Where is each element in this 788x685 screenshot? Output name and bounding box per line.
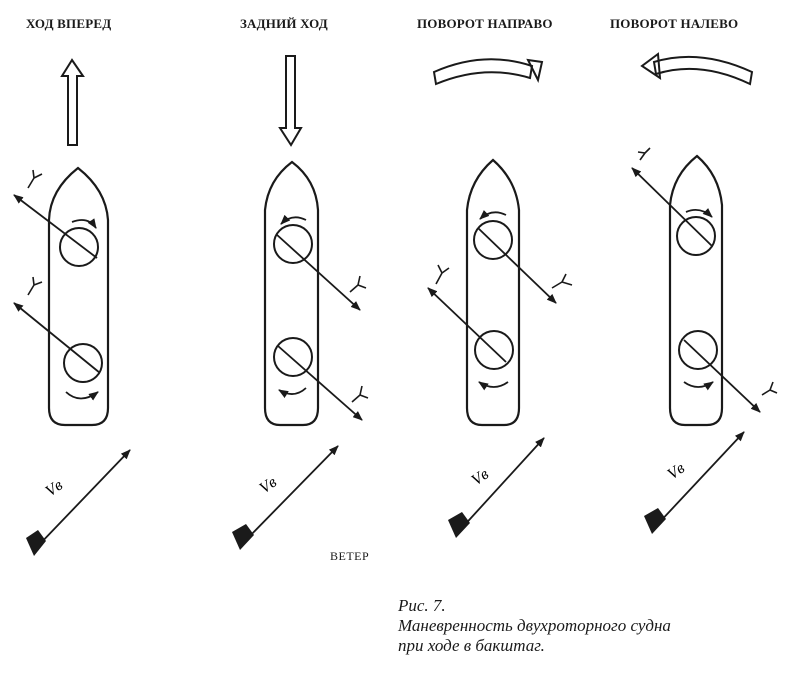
- panel-turn-left: [631, 52, 778, 534]
- ship-hull: [47, 166, 110, 427]
- wind-vector-label: Vв: [257, 474, 280, 498]
- wind-vector-label: Vв: [43, 477, 66, 501]
- force-vector-rear: [13, 276, 101, 374]
- force-vector-rear: [427, 264, 507, 363]
- wind-arrow: [448, 437, 545, 538]
- force-vector-rear: [683, 339, 778, 413]
- panel-title-turn-right: ПОВОРОТ НАПРАВО: [417, 16, 553, 31]
- wind-arrow: [232, 445, 339, 550]
- curved-arrow-left-icon: [640, 52, 754, 86]
- figure-caption: Рис. 7. Маневренность двухроторного судн…: [398, 596, 671, 656]
- caption-text: Маневренность двухроторного судна при хо…: [398, 616, 671, 655]
- up-arrow-icon: [60, 58, 85, 146]
- force-vector-front: [13, 169, 98, 259]
- panel-reverse: [232, 55, 369, 550]
- wind-vector-label: Vв: [469, 466, 492, 490]
- force-vector-rear: [277, 345, 369, 421]
- force-vector-front: [477, 227, 573, 304]
- rotor-rear: [474, 330, 514, 391]
- panel-title-forward: ХОД ВПЕРЕД: [26, 16, 112, 31]
- rotor-rear: [273, 337, 313, 399]
- caption-number: Рис. 7.: [398, 596, 446, 615]
- down-arrow-icon: [278, 55, 303, 147]
- rotor-front: [273, 214, 313, 264]
- force-vector-front: [275, 233, 367, 311]
- rotor-front: [676, 207, 716, 256]
- wind-arrow: [644, 431, 745, 534]
- rotor-rear: [63, 343, 103, 401]
- wind-vector-label: Vв: [665, 460, 688, 484]
- panel-turn-right: [427, 58, 573, 538]
- rotor-front: [59, 218, 99, 267]
- panel-title-reverse: ЗАДНИЙ ХОД: [240, 16, 328, 31]
- wind-label: ВЕТЕР: [330, 549, 370, 563]
- force-vector-front: [631, 147, 713, 247]
- ship-hull: [668, 154, 724, 427]
- ship-hull: [263, 160, 320, 427]
- panel-forward: [13, 58, 131, 556]
- wind-arrow: [26, 449, 131, 556]
- ship-hull: [465, 158, 521, 427]
- curved-arrow-right-icon: [432, 58, 544, 86]
- panel-title-turn-left: ПОВОРОТ НАЛЕВО: [610, 16, 739, 31]
- rotor-rear: [678, 330, 718, 391]
- rotor-front: [473, 209, 513, 260]
